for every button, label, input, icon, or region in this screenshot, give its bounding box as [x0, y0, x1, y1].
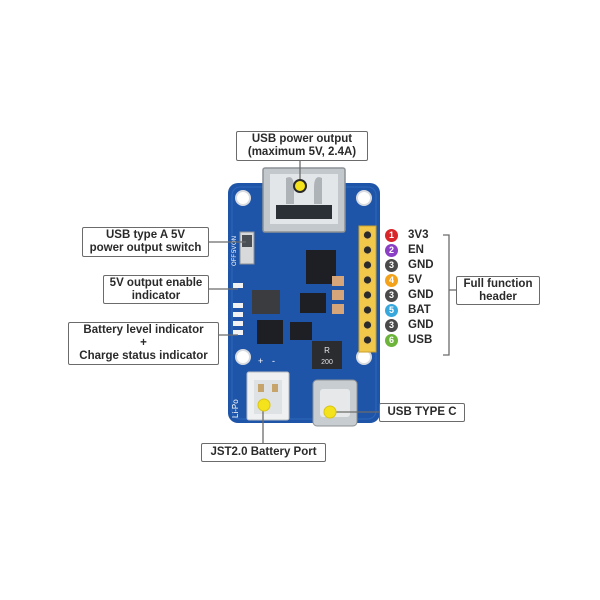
capacitor: [332, 290, 344, 300]
callout-line: (maximum 5V, 2.4A): [247, 146, 357, 158]
marker-usb-c: [323, 405, 337, 419]
callout-line: 5V output enable: [109, 276, 203, 289]
inductor: [252, 290, 280, 314]
pin-number-badge: 6: [385, 333, 398, 347]
pin-name: GND: [408, 289, 434, 301]
callout-battery-indicator: Battery level indicator + Charge status …: [68, 322, 219, 365]
power-inductor: [312, 341, 342, 369]
header-pin-hole: [362, 290, 373, 300]
mounting-hole: [235, 349, 251, 365]
callout-line: USB TYPE C: [387, 406, 457, 418]
silk-off: OFF: [232, 254, 238, 266]
ic-chip: [257, 320, 283, 344]
callout-line: +: [140, 337, 147, 349]
callout-jst-port: JST2.0 Battery Port: [201, 443, 326, 462]
switch-knob: [242, 235, 252, 247]
header-pin-hole: [362, 275, 373, 285]
led-battery: [233, 321, 243, 326]
callout-line: header: [479, 290, 517, 303]
pin-row: 3 GND: [385, 288, 434, 302]
pin-number-badge: 3: [385, 318, 398, 332]
callout-switch: USB type A 5V power output switch: [82, 227, 209, 257]
callout-line: Charge status indicator: [79, 350, 208, 362]
callout-line: indicator: [131, 289, 181, 302]
mounting-hole: [356, 190, 372, 206]
pin-name: GND: [408, 259, 434, 271]
pin-number-badge: 3: [385, 288, 398, 302]
callout-line: Battery level indicator: [83, 324, 204, 336]
led-battery: [233, 312, 243, 317]
ic-chip: [290, 322, 312, 340]
callout-enable-indicator: 5V output enable indicator: [103, 275, 209, 304]
pin-name: EN: [408, 244, 424, 256]
pin-row: 2 EN: [385, 243, 424, 257]
mounting-hole: [235, 190, 251, 206]
marker-usb-output: [293, 179, 307, 193]
callout-line: USB type A 5V: [105, 229, 186, 241]
pin-name: 5V: [408, 274, 423, 286]
pin-header: [358, 225, 377, 353]
led-battery: [233, 303, 243, 308]
pin-number-badge: 4: [385, 273, 398, 287]
silk-5v: 5V: [232, 246, 238, 253]
pin-row: 1 3V3: [385, 228, 428, 242]
callout-line: USB power output: [251, 133, 353, 145]
led-battery: [233, 330, 243, 335]
capacitor: [332, 276, 344, 286]
jst-pin: [258, 384, 264, 392]
header-pin-hole: [362, 260, 373, 270]
callout-usb-type-c: USB TYPE C: [379, 403, 465, 422]
callout-line: JST2.0 Battery Port: [210, 446, 317, 458]
jst-pin: [272, 384, 278, 392]
pin-number-badge: 3: [385, 258, 398, 272]
pin-number-badge: 5: [385, 303, 398, 317]
pin-name: USB: [408, 334, 433, 346]
silk-plus: +: [258, 356, 263, 366]
header-pin-hole: [362, 320, 373, 330]
inductor-mark-top: R: [324, 346, 330, 355]
ic-chip: [300, 293, 326, 313]
callout-function-header: Full function header: [456, 276, 540, 305]
header-holes: [362, 230, 373, 345]
usb-a-tongue: [276, 205, 332, 219]
callout-line: power output switch: [89, 242, 202, 254]
callout-markers: [257, 179, 337, 419]
header-pin-hole: [362, 335, 373, 345]
capacitor: [332, 304, 344, 314]
pin-name: 3V3: [408, 229, 429, 241]
pin-name: GND: [408, 319, 434, 331]
ic-chip: [306, 250, 336, 284]
header-pin-hole: [362, 305, 373, 315]
pin-row: 4 5V: [385, 273, 422, 287]
silk-lipo: Li-Po: [231, 399, 240, 418]
pin-row: 5 BAT: [385, 303, 431, 317]
header-pin-hole: [362, 230, 373, 240]
callout-line: Full function: [463, 277, 533, 290]
usb-a-spring: [314, 177, 322, 204]
usb-a-spring: [286, 177, 294, 204]
marker-jst: [257, 398, 271, 412]
silk-on: ON: [232, 236, 238, 245]
pin-name: BAT: [408, 304, 431, 316]
silk-minus: -: [272, 356, 275, 366]
pin-row: 3 GND: [385, 258, 434, 272]
callout-usb-power-output: USB power output (maximum 5V, 2.4A): [236, 131, 368, 161]
pin-number-badge: 1: [385, 228, 398, 242]
pin-number-badge: 2: [385, 243, 398, 257]
pin-row: 6 USB: [385, 333, 432, 347]
pin-row: 3 GND: [385, 318, 434, 332]
header-pin-hole: [362, 245, 373, 255]
led-5v: [233, 283, 243, 288]
leader-lines: [209, 159, 456, 452]
inductor-mark-bottom: 200: [321, 359, 333, 366]
